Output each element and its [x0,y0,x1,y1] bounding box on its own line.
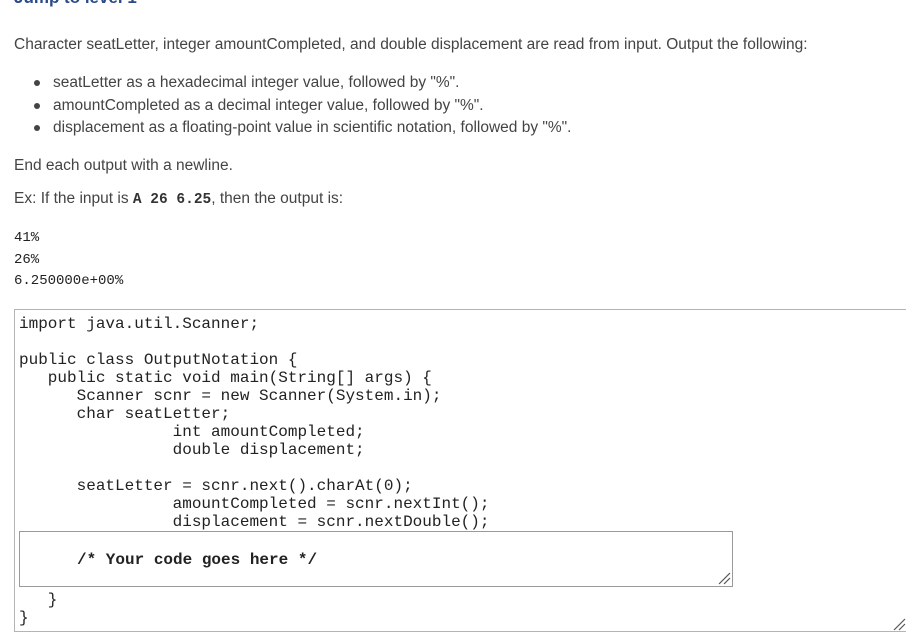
code-line: char seatLetter; [19,405,231,423]
code-line [19,459,489,477]
example-suffix: , then the output is: [211,190,344,207]
editor-resize-handle-icon[interactable] [892,617,906,631]
bullet-icon [34,102,40,109]
code-editor[interactable]: import java.util.Scanner; public class O… [14,309,906,632]
requirements-list: seatLetter as a hexadecimal integer valu… [34,72,572,140]
answer-resize-handle-icon[interactable] [717,571,731,585]
requirement-text: amountCompleted as a decimal integer val… [53,96,484,114]
example-input: A 26 6.25 [132,192,212,208]
answer-placeholder: /* Your code goes here */ [77,551,318,569]
example-description: Ex: If the input is A 26 6.25, then the … [14,189,343,210]
code-line: amountCompleted = scnr.nextInt(); [19,495,490,513]
bullet-icon [34,80,40,86]
bullet-icon [34,125,40,131]
code-line: import java.util.Scanner; [19,315,260,333]
example-output: 41% 26% 6.250000e+00% [14,228,123,293]
newline-note: End each output with a newline. [14,157,233,174]
output-line: 41% [14,230,40,246]
code-line: Scanner scnr = new Scanner(System.in); [19,387,442,405]
code-line: public class OutputNotation { [19,351,298,369]
requirement-item: amountCompleted as a decimal integer val… [34,95,572,118]
answer-textarea[interactable]: /* Your code goes here */ [19,531,733,587]
requirement-text: seatLetter as a hexadecimal integer valu… [53,74,460,91]
code-line: int amountCompleted; [19,423,365,441]
requirement-text: displacement as a floating-point value i… [53,119,572,136]
closing-brace-method: } [19,591,58,609]
level-heading[interactable]: Jump to level 1 [14,0,137,8]
output-line: 26% [14,251,40,268]
starter-code: import java.util.Scanner; public class O… [19,315,489,531]
output-line: 6.250000e+00% [14,273,124,289]
closing-brace-class: } [19,609,29,627]
code-line: double displacement; [19,441,365,459]
example-prefix: Ex: If the input is [14,190,133,207]
code-line [19,333,489,351]
code-line: public static void main(String[] args) { [19,369,432,387]
instructions-intro: Character seatLetter, integer amountComp… [14,36,808,53]
code-line: seatLetter = scnr.next().charAt(0); [19,477,413,495]
code-line: displacement = scnr.nextDouble(); [19,513,490,531]
requirement-item: displacement as a floating-point value i… [34,117,572,140]
requirement-item: seatLetter as a hexadecimal integer valu… [34,72,572,95]
